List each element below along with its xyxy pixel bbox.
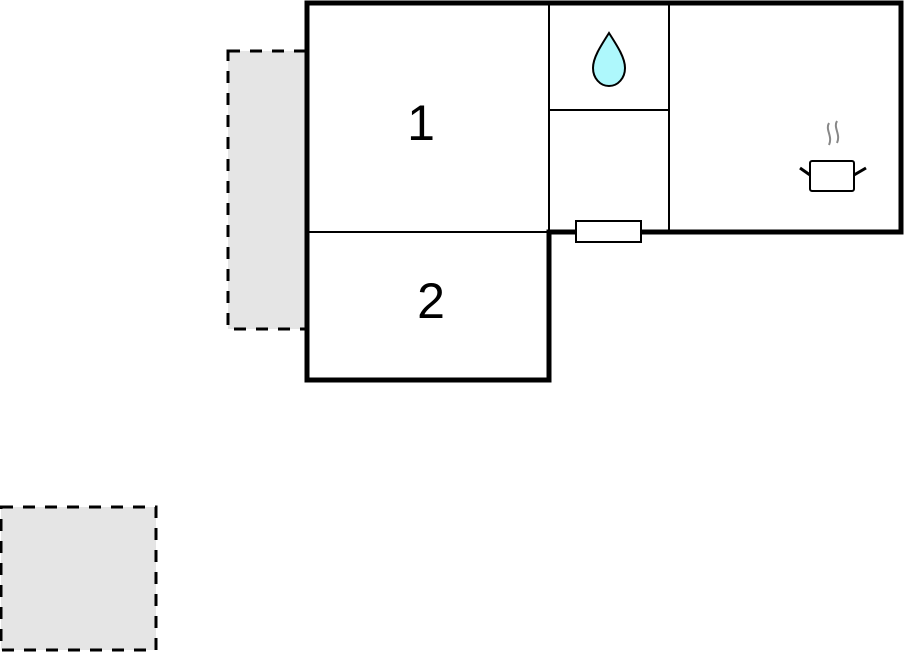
terrace-bottom-left (0, 505, 158, 652)
room-2-label: 2 (417, 273, 445, 329)
entrance-door (575, 220, 642, 243)
cooking-pot-icon (799, 120, 867, 192)
room-1-label: 1 (407, 95, 435, 151)
terrace-left (226, 49, 309, 331)
exterior-walls (304, 0, 904, 383)
water-drop-icon (591, 31, 627, 88)
interior-walls (307, 3, 670, 233)
